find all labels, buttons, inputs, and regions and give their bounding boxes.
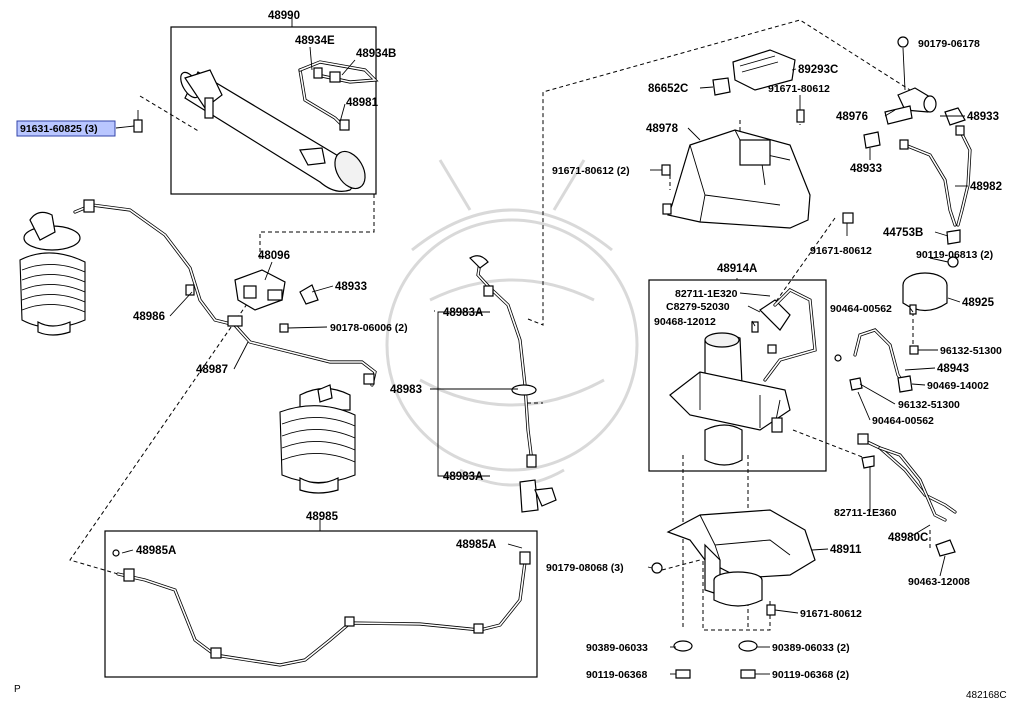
pipe-48982 bbox=[899, 125, 972, 227]
label-48978: 48978 bbox=[646, 123, 679, 135]
label-48911: 48911 bbox=[830, 544, 862, 556]
pipe-48981 bbox=[298, 60, 379, 131]
hose-48943 bbox=[834, 328, 919, 393]
box-48990 bbox=[170, 26, 377, 195]
label-48985A-right: 48985A bbox=[456, 539, 496, 551]
label-48096: 48096 bbox=[258, 250, 290, 262]
label-48983A-top: 48983A bbox=[443, 307, 483, 319]
leader-lines bbox=[115, 14, 968, 675]
label-48980C: 48980C bbox=[888, 532, 928, 544]
diagram-id: 482168C bbox=[966, 690, 1007, 701]
label-48934B: 48934B bbox=[356, 48, 396, 60]
label-48934E: 48934E bbox=[295, 35, 335, 47]
bolt-91671a-icon bbox=[796, 109, 805, 123]
corner-marker-left: P bbox=[14, 684, 21, 695]
label-82711-1E320: 82711-1E320 bbox=[675, 288, 738, 300]
pipe-48986 bbox=[73, 199, 237, 327]
label-90469-14002: 90469-14002 bbox=[927, 380, 989, 392]
label-48943: 48943 bbox=[937, 363, 969, 375]
label-90179-06178: 90179-06178 bbox=[918, 38, 980, 50]
compressor-48914A bbox=[669, 288, 817, 466]
nuts-90119 bbox=[675, 669, 756, 679]
label-48981: 48981 bbox=[346, 97, 379, 109]
bolt-91671c-icon bbox=[842, 212, 854, 224]
label-48986: 48986 bbox=[133, 311, 165, 323]
label-90464-00562-top: 90464-00562 bbox=[830, 303, 892, 315]
accumulator-48990 bbox=[180, 69, 366, 192]
label-48933-mid: 48933 bbox=[850, 163, 882, 175]
label-90468-12012: 90468-12012 bbox=[654, 316, 716, 328]
label-48983A-bottom: 48983A bbox=[443, 471, 483, 483]
label-48914A: 48914A bbox=[717, 263, 757, 275]
clip-48933-mid-icon bbox=[863, 131, 881, 149]
label-90389-right: 90389-06033 (2) bbox=[772, 642, 850, 654]
grommets-90389 bbox=[673, 640, 758, 652]
label-48982: 48982 bbox=[970, 181, 1002, 193]
label-C8279-52030: C8279-52030 bbox=[666, 301, 730, 313]
bolt-91671b-icon bbox=[661, 164, 671, 176]
pipe-48985 bbox=[112, 549, 531, 667]
label-91631-highlighted[interactable]: 91631-60825 (3) bbox=[20, 123, 98, 135]
cover-48978 bbox=[662, 129, 811, 229]
label-48933-left: 48933 bbox=[335, 281, 367, 293]
watermark-emblem bbox=[385, 159, 639, 487]
label-90119-left: 90119-06368 bbox=[586, 669, 647, 681]
label-90179-08068: 90179-08068 (3) bbox=[546, 562, 624, 574]
callout-labels: 48990 48934E 48934B 48981 91631-60825 (3… bbox=[14, 10, 1007, 701]
label-96132-51300-top: 96132-51300 bbox=[940, 345, 1002, 357]
label-91671-right: 91671-80612 bbox=[810, 245, 872, 257]
label-48925: 48925 bbox=[962, 297, 995, 309]
label-86652C: 86652C bbox=[648, 83, 688, 95]
label-48987: 48987 bbox=[196, 364, 228, 376]
label-90178: 90178-06006 (2) bbox=[330, 322, 408, 334]
label-91671-left: 91671-80612 (2) bbox=[552, 165, 630, 177]
label-91671-bottom: 91671-80612 bbox=[800, 608, 862, 620]
bracket-48911 bbox=[651, 509, 816, 616]
label-48983: 48983 bbox=[390, 384, 422, 396]
highlight-91631-box bbox=[16, 120, 116, 137]
pipe-48987 bbox=[227, 315, 377, 387]
label-48976: 48976 bbox=[836, 111, 868, 123]
label-90119-right: 90119-06368 (2) bbox=[772, 669, 849, 681]
ecu-89293C bbox=[732, 49, 796, 91]
air-spring-rear bbox=[279, 384, 356, 494]
accumulator-48925 bbox=[902, 256, 959, 315]
label-90389-left: 90389-06033 bbox=[586, 642, 648, 654]
hose-48980C bbox=[857, 433, 957, 557]
label-48985: 48985 bbox=[306, 511, 339, 523]
clip-44753B-icon bbox=[946, 229, 961, 245]
height-sensor-rod-48983 bbox=[469, 255, 557, 513]
clip-90179-06178 bbox=[897, 36, 909, 48]
label-90464-00562-bottom: 90464-00562 bbox=[872, 415, 934, 427]
connector-86652C bbox=[712, 77, 731, 96]
label-48933-right: 48933 bbox=[967, 111, 999, 123]
label-90463-12008: 90463-12008 bbox=[908, 576, 970, 588]
valve-48096 bbox=[234, 269, 319, 333]
label-96132-51300-bottom: 96132-51300 bbox=[898, 399, 960, 411]
valve-48976 bbox=[884, 87, 937, 125]
label-89293C: 89293C bbox=[798, 64, 838, 76]
label-48985A-left: 48985A bbox=[136, 545, 176, 557]
clip-48933-right-icon bbox=[944, 107, 966, 126]
box-48914A bbox=[648, 279, 827, 472]
label-91671-top: 91671-80612 bbox=[768, 83, 830, 95]
bolt-91631-icon bbox=[133, 110, 143, 133]
label-44753B: 44753B bbox=[883, 227, 923, 239]
label-82711-1E360: 82711-1E360 bbox=[834, 507, 897, 519]
label-48990: 48990 bbox=[268, 10, 300, 22]
box-48985 bbox=[104, 530, 538, 678]
air-spring-front bbox=[19, 211, 86, 336]
label-90119-06813: 90119-06813 (2) bbox=[916, 249, 993, 261]
